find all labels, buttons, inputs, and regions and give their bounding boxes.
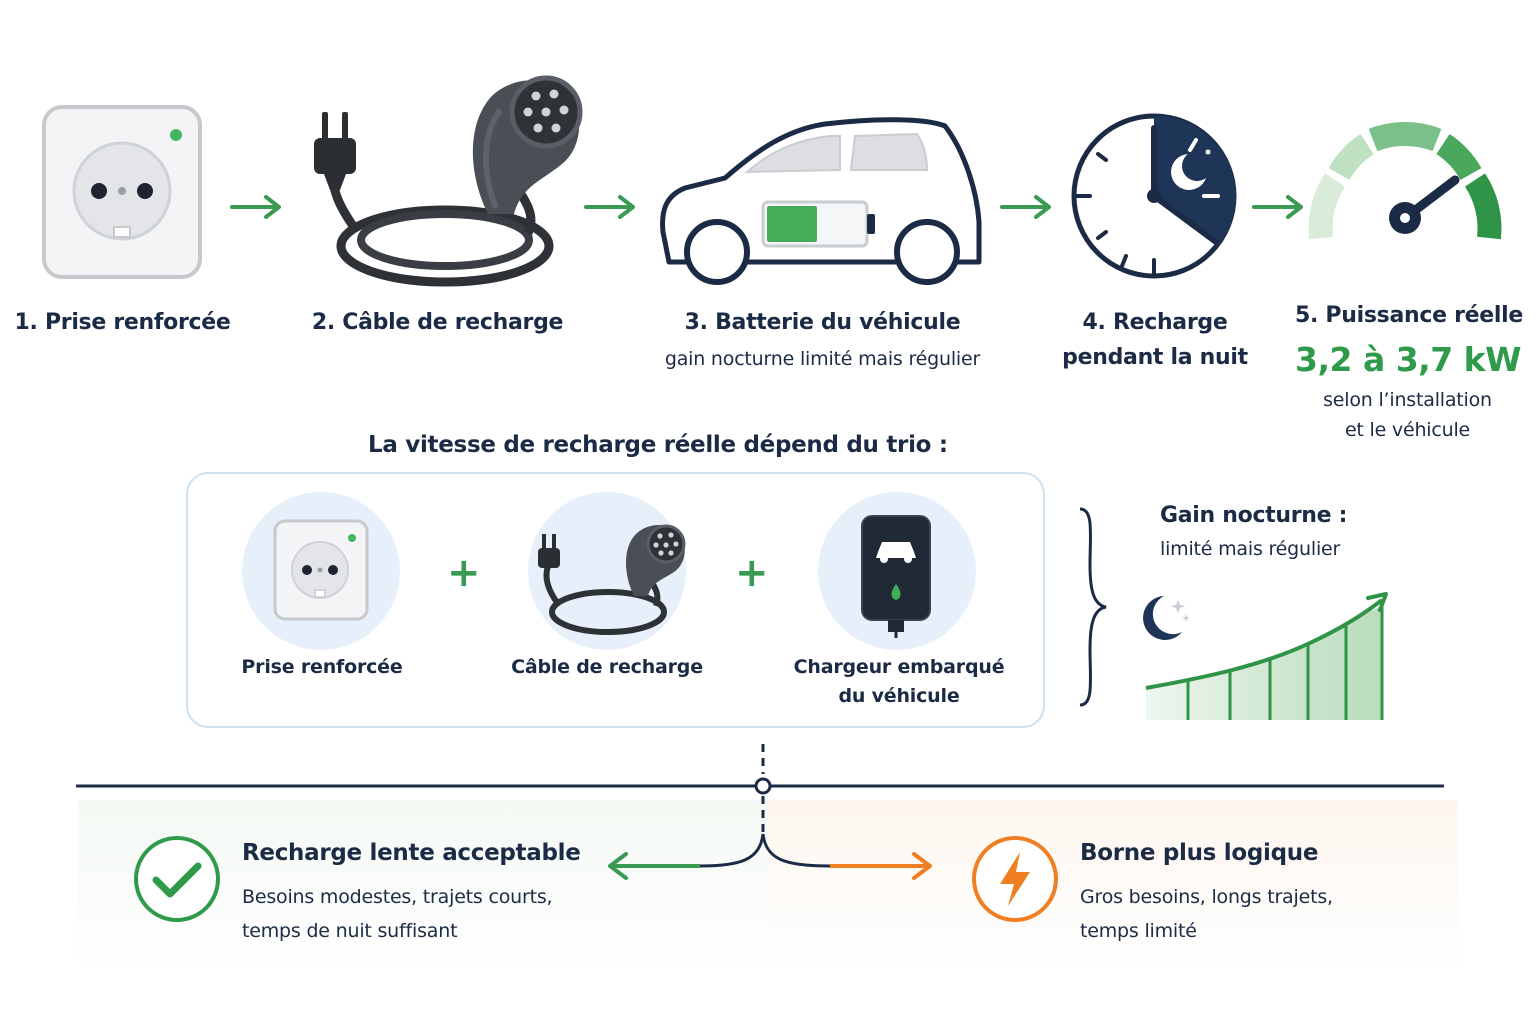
- trio-label-cable: Câble de recharge: [511, 656, 703, 678]
- trio-label-charger-line2: du véhicule: [838, 685, 960, 707]
- step-4-label-line2: pendant la nuit: [1062, 345, 1248, 370]
- step-3-label: 3. Batterie du véhicule: [684, 310, 961, 335]
- night-gain-line1: Gain nocturne :: [1160, 503, 1348, 528]
- step-3-sub: gain nocturne limité mais régulier: [664, 348, 981, 370]
- option-station-title: Borne plus logique: [1080, 840, 1319, 866]
- charging-cable-icon: [538, 524, 686, 635]
- power-value: 3,2 à 3,7 kW: [1295, 340, 1522, 379]
- trio-title: La vitesse de recharge réelle dépend du …: [368, 432, 948, 458]
- decision-connector: [76, 744, 1444, 880]
- step-gauge: [1305, 110, 1505, 250]
- arrow-right-icon: [584, 195, 635, 219]
- arrow-right-icon: [230, 195, 281, 219]
- onboard-charger-icon: [861, 515, 931, 638]
- curly-brace-icon: [1079, 507, 1107, 707]
- trio-label-socket: Prise renforcée: [241, 656, 403, 678]
- option-slow-title: Recharge lente acceptable: [242, 840, 581, 866]
- step-clock: [1068, 110, 1240, 282]
- option-station-panel: [768, 800, 1458, 975]
- lightning-icon: [972, 836, 1058, 922]
- step-5-sub-line2: et le véhicule: [1344, 419, 1471, 441]
- car-battery-icon: [660, 117, 982, 285]
- rising-gain-chart: [1145, 592, 1388, 720]
- power-gauge-icon: [1308, 122, 1502, 240]
- option-station-desc-line2: temps limité: [1080, 920, 1197, 942]
- option-station-desc-line1: Gros besoins, longs trajets,: [1080, 886, 1333, 908]
- night-gain-line2: limité mais régulier: [1160, 538, 1341, 560]
- arrow-right-icon: [1000, 195, 1051, 219]
- step-car: [655, 112, 985, 287]
- step-socket: [40, 103, 205, 281]
- moon-icon: [1143, 596, 1190, 640]
- charging-cable-icon: [314, 75, 583, 287]
- trio-label-charger-line1: Chargeur embarqué: [793, 656, 1005, 678]
- step-5-sub-line1: selon l’installation: [1323, 389, 1492, 411]
- plus-icon: +: [735, 550, 769, 596]
- check-icon: [134, 836, 220, 922]
- step-2-label: 2. Câble de recharge: [311, 310, 564, 335]
- step-5-label: 5. Puissance réelle: [1295, 303, 1523, 328]
- option-slow-desc-line2: temps de nuit suffisant: [242, 920, 458, 942]
- plus-icon: +: [447, 550, 481, 596]
- option-slow-desc-line1: Besoins modestes, trajets courts,: [242, 886, 553, 908]
- step-4-label-line1: 4. Recharge: [1082, 310, 1228, 335]
- socket-icon: [42, 105, 202, 279]
- night-clock-icon: [1071, 113, 1237, 279]
- socket-icon: [273, 519, 369, 621]
- step-cable: [300, 68, 590, 298]
- step-1-label: 1. Prise renforcée: [14, 310, 231, 335]
- arrow-right-icon: [1252, 195, 1303, 219]
